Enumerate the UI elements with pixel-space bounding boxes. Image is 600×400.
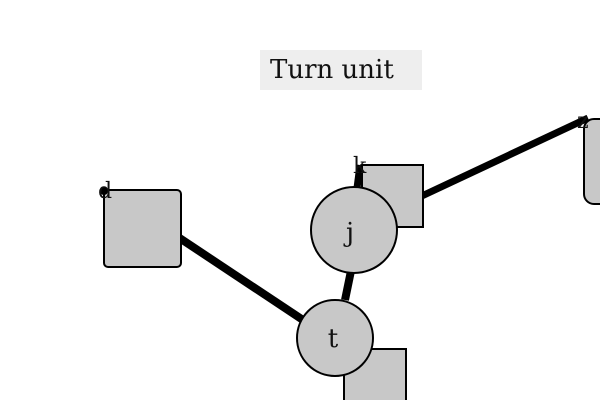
node-t[interactable]: t — [296, 299, 374, 377]
node-z-shape — [583, 118, 600, 205]
edge-j-k — [353, 164, 364, 189]
edge-j-z — [390, 114, 590, 214]
node-d-label: d — [98, 179, 112, 204]
node-z-label: z — [577, 109, 589, 134]
node-j-shape — [310, 186, 398, 274]
node-z[interactable]: z — [577, 109, 600, 205]
node-t-shape — [296, 299, 374, 377]
node-k-label: k — [353, 154, 367, 179]
node-j[interactable]: j — [310, 186, 398, 274]
node-d-shape — [103, 189, 182, 268]
node-d[interactable]: d — [98, 179, 182, 268]
node-j-label: j — [343, 218, 354, 248]
node-t-label: t — [328, 324, 339, 354]
node-d-port — [100, 187, 108, 195]
diagram-title: Turn unit — [260, 50, 422, 90]
edge-d-t — [175, 233, 315, 330]
